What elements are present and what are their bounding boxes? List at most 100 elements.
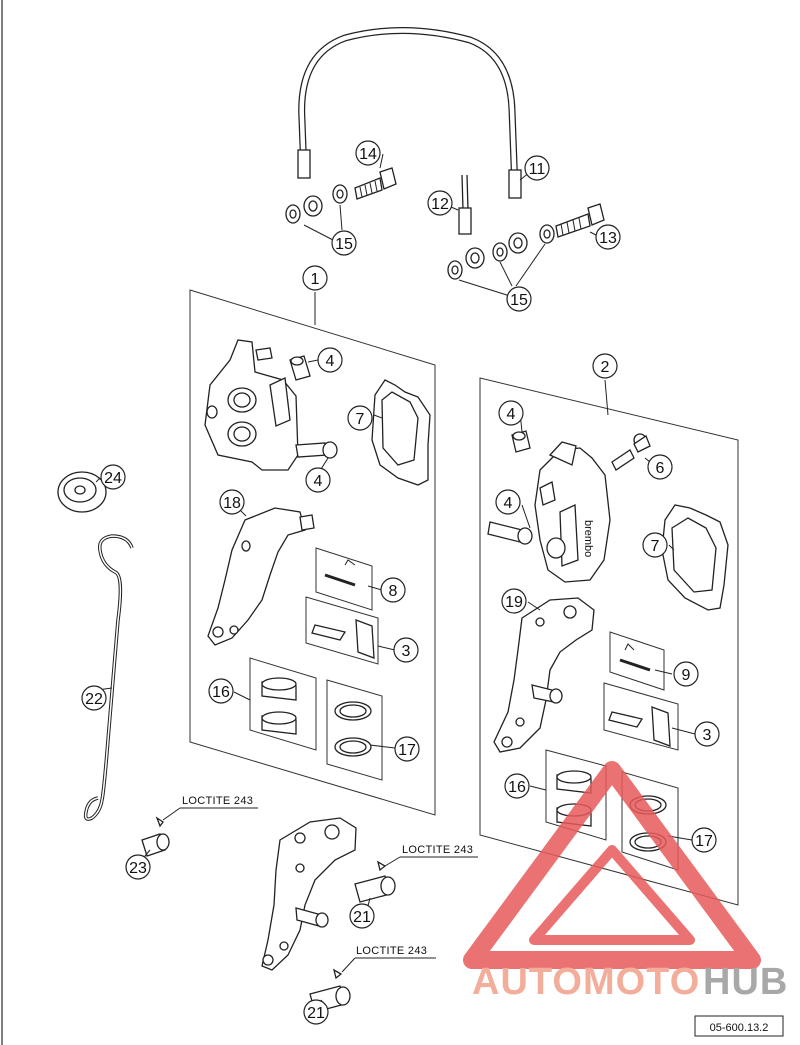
svg-text:6: 6 bbox=[656, 460, 665, 477]
seal-kit-17a bbox=[326, 679, 383, 781]
callout-16b: 16 bbox=[504, 773, 530, 799]
pin-kit-8 bbox=[315, 547, 373, 611]
hose-fitting-left bbox=[297, 149, 311, 179]
svg-text:18: 18 bbox=[223, 495, 241, 512]
callout-21b: 21 bbox=[303, 999, 329, 1025]
sleeve-4a bbox=[289, 355, 311, 381]
sleeve-4c bbox=[511, 430, 531, 453]
watermark-logo: AUTOMOTO HUB bbox=[463, 761, 788, 1003]
svg-text:13: 13 bbox=[599, 230, 617, 247]
svg-text:22: 22 bbox=[85, 691, 103, 708]
callout-23: 23 bbox=[125, 854, 151, 880]
svg-text:19: 19 bbox=[505, 594, 523, 611]
callout-9: 9 bbox=[673, 661, 699, 687]
svg-text:23: 23 bbox=[129, 860, 147, 877]
drawing-reference-box: 05-600.13.2 bbox=[694, 1015, 784, 1037]
callout-21a: 21 bbox=[349, 903, 375, 929]
wire-clip-22 bbox=[83, 534, 134, 821]
svg-text:24: 24 bbox=[104, 470, 122, 487]
svg-text:4: 4 bbox=[326, 353, 335, 370]
svg-text:17: 17 bbox=[398, 742, 416, 759]
svg-text:21: 21 bbox=[353, 909, 371, 926]
svg-text:15: 15 bbox=[510, 292, 528, 309]
pin-kit-9 bbox=[609, 631, 665, 691]
callout-13: 13 bbox=[595, 224, 621, 250]
callout-1: 1 bbox=[302, 265, 328, 291]
svg-text:16: 16 bbox=[508, 779, 526, 796]
callout-17a: 17 bbox=[394, 736, 420, 762]
callout-24: 24 bbox=[100, 464, 126, 490]
callout-7a: 7 bbox=[347, 405, 373, 431]
svg-text:17: 17 bbox=[695, 833, 713, 850]
callout-16a: 16 bbox=[208, 678, 234, 704]
callout-7b: 7 bbox=[642, 532, 668, 558]
callout-2: 2 bbox=[592, 353, 618, 379]
callout-4c: 4 bbox=[498, 400, 524, 426]
loctite-note-1: LOCTITE 243 bbox=[182, 795, 253, 807]
caliper-kit-panel-2 bbox=[479, 377, 739, 906]
callout-4b: 4 bbox=[305, 467, 331, 493]
callout-4a: 4 bbox=[317, 347, 343, 373]
washers-15 bbox=[285, 184, 555, 280]
caliper-brand-text: brembo bbox=[582, 520, 594, 557]
brake-line-12 bbox=[458, 174, 485, 269]
callout-3a: 3 bbox=[393, 637, 419, 663]
loctite-note-3: LOCTITE 243 bbox=[356, 945, 427, 957]
callout-6: 6 bbox=[647, 454, 673, 480]
callout-12: 12 bbox=[427, 190, 453, 216]
watermark-text-hub: HUB bbox=[703, 961, 788, 1003]
callout-11: 11 bbox=[524, 155, 550, 181]
svg-text:3: 3 bbox=[703, 727, 712, 744]
piston-kit-16a bbox=[249, 657, 317, 751]
svg-text:3: 3 bbox=[402, 643, 411, 660]
grommet-24 bbox=[57, 471, 107, 513]
callout-15a: 15 bbox=[331, 230, 357, 256]
bleed-valve-6 bbox=[611, 433, 651, 471]
callout-19: 19 bbox=[501, 588, 527, 614]
svg-text:11: 11 bbox=[529, 161, 546, 178]
caliper-kit-panel-1 bbox=[189, 289, 436, 816]
callout-14: 14 bbox=[355, 140, 381, 166]
callout-22: 22 bbox=[81, 685, 107, 711]
spring-kit-3a bbox=[305, 596, 379, 665]
svg-text:14: 14 bbox=[359, 146, 377, 163]
brake-pads-7a bbox=[371, 379, 431, 486]
svg-text:1: 1 bbox=[311, 271, 320, 288]
caliper-body-1 bbox=[204, 339, 299, 471]
svg-text:9: 9 bbox=[682, 667, 691, 684]
svg-text:7: 7 bbox=[356, 411, 365, 428]
callout-18: 18 bbox=[219, 489, 245, 515]
callout-17b: 17 bbox=[691, 827, 717, 853]
caliper-bracket bbox=[261, 817, 357, 971]
svg-text:15: 15 bbox=[335, 236, 353, 253]
svg-text:7: 7 bbox=[651, 538, 660, 555]
banjo-bolt-13 bbox=[555, 203, 605, 238]
screw-21a bbox=[354, 860, 396, 903]
banjo-bolt-14 bbox=[354, 167, 397, 200]
caliper-support-18 bbox=[207, 507, 315, 646]
svg-text:4: 4 bbox=[314, 473, 323, 490]
spring-kit-3b bbox=[603, 682, 679, 751]
svg-text:12: 12 bbox=[431, 196, 449, 213]
loctite-note-2: LOCTITE 243 bbox=[402, 844, 473, 856]
callout-4d: 4 bbox=[495, 489, 521, 515]
drawing-reference-text: 05-600.13.2 bbox=[710, 1022, 769, 1034]
callout-15b: 15 bbox=[506, 286, 532, 312]
caliper-body-2: brembo bbox=[534, 441, 611, 583]
hose-fitting-right bbox=[508, 169, 522, 199]
callout-3b: 3 bbox=[694, 721, 720, 747]
svg-text:2: 2 bbox=[601, 359, 610, 376]
svg-text:16: 16 bbox=[212, 684, 230, 701]
caliper-support-19 bbox=[493, 597, 595, 753]
watermark-text-automoto: AUTOMOTO bbox=[472, 961, 700, 1003]
guide-pin-4d bbox=[487, 521, 533, 545]
svg-text:4: 4 bbox=[504, 495, 513, 512]
screw-23 bbox=[141, 816, 170, 857]
callout-8: 8 bbox=[380, 577, 406, 603]
svg-text:8: 8 bbox=[389, 583, 398, 600]
svg-text:4: 4 bbox=[507, 406, 516, 423]
guide-pin-4b bbox=[295, 441, 338, 459]
brake-pads-7b bbox=[661, 504, 729, 611]
brake-hose-11 bbox=[297, 27, 528, 254]
